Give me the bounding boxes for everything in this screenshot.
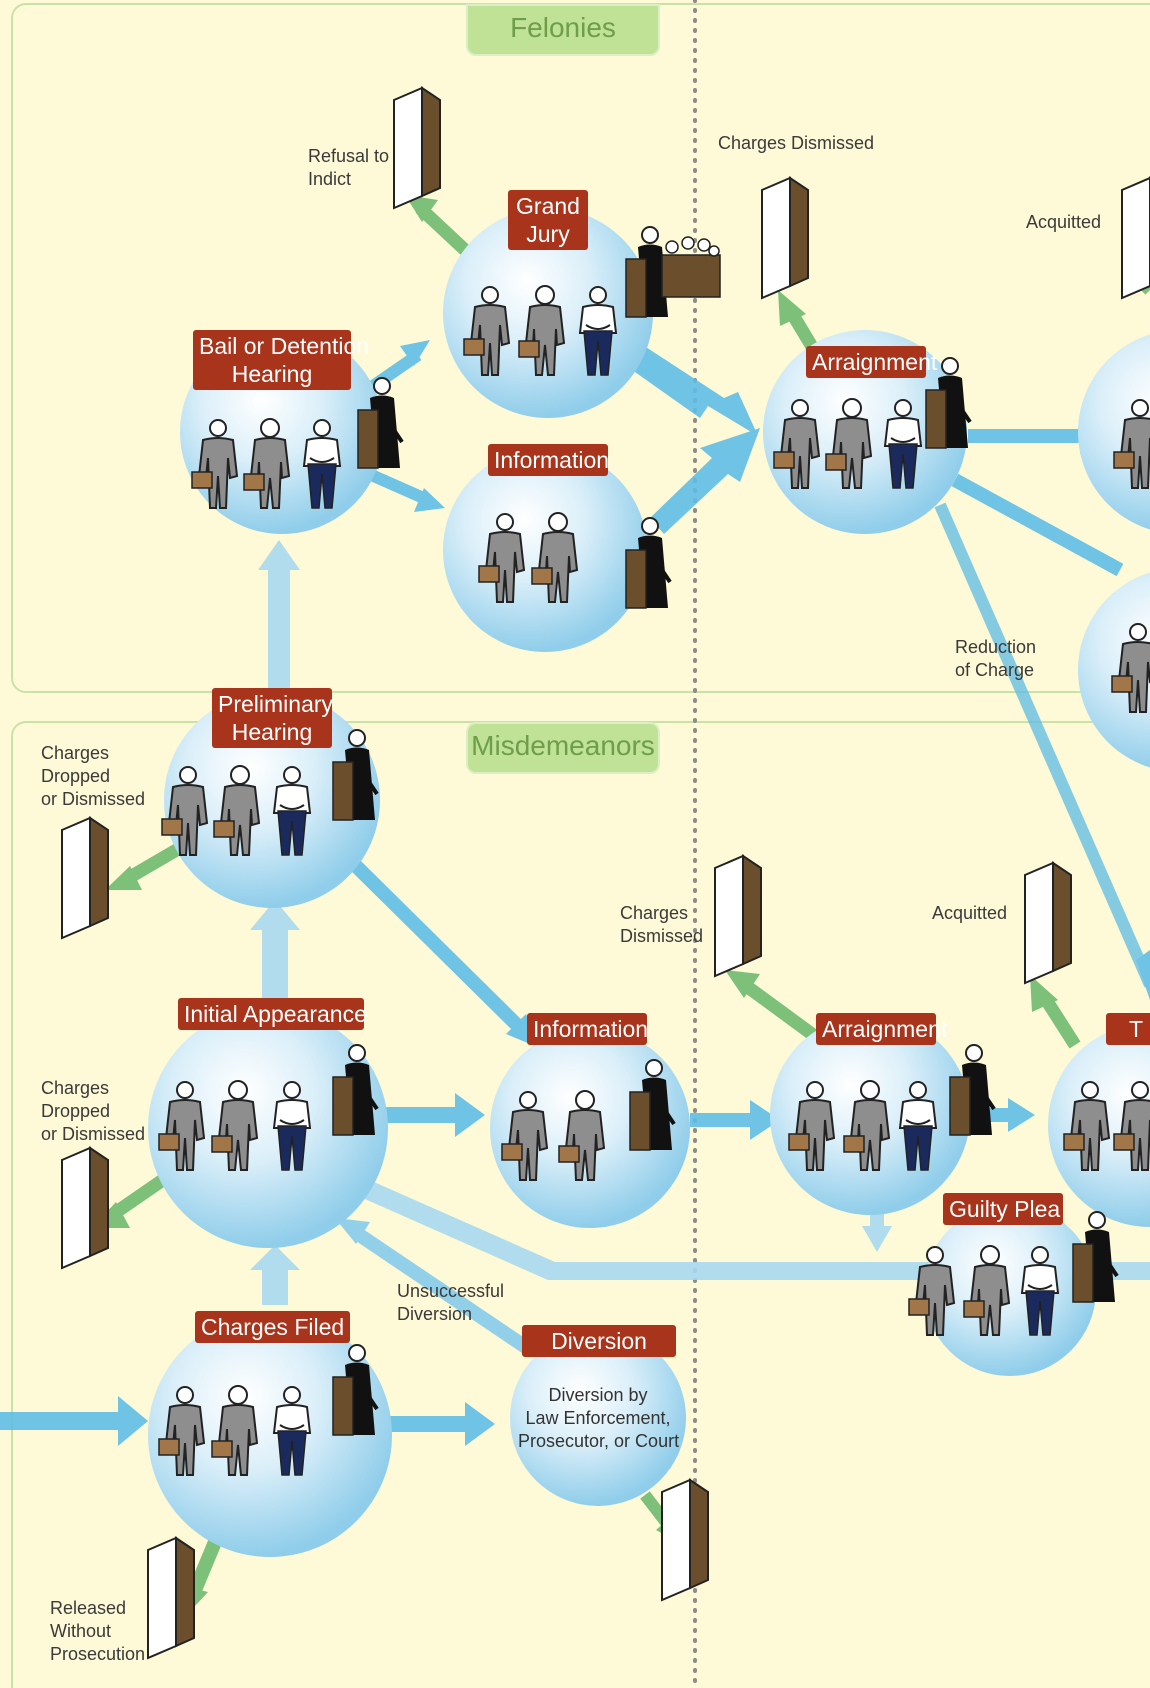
refusal-line-1: Refusal to <box>308 146 390 166</box>
released-without-prosecution-note: Released Without Prosecution <box>50 1597 145 1666</box>
unsuccessful-line-1: Unsuccessful <box>397 1281 505 1301</box>
grand-jury-label: Grand Jury <box>508 190 588 250</box>
dismissed-mid-line-1: Charges <box>620 903 689 923</box>
dropped-1-line-3: or Dismissed <box>41 789 146 809</box>
refusal-line-2: Indict <box>308 169 352 189</box>
people <box>158 225 1150 1476</box>
reduction-of-charge-note: Reduction of Charge <box>955 636 1036 682</box>
dropped-2-line-1: Charges <box>41 1078 110 1098</box>
grand-jury-line-1: Grand <box>516 193 580 219</box>
dropped-1-line-1: Charges <box>41 743 110 763</box>
released-line-3: Prosecution <box>50 1644 146 1664</box>
dropped-2-line-3: or Dismissed <box>41 1124 146 1144</box>
information-felony-label: Information <box>488 444 609 476</box>
charges-dismissed-mid-note: Charges Dismissed <box>620 902 703 948</box>
preliminary-hearing-label: Preliminary Hearing <box>212 688 334 748</box>
charges-dropped-1-note: Charges Dropped or Dismissed <box>41 742 145 811</box>
initial-appearance-label: Initial Appearance <box>178 998 367 1030</box>
released-line-1: Released <box>50 1598 127 1618</box>
diversion-detail-line-3: Prosecutor, or Court <box>518 1431 680 1451</box>
refusal-to-indict-note: Refusal to Indict <box>308 145 389 191</box>
released-line-2: Without <box>50 1621 112 1641</box>
dropped-2-line-2: Dropped <box>41 1101 111 1121</box>
arraignment-felony-label: Arraignment <box>806 346 937 378</box>
bail-line-2: Hearing <box>231 361 313 387</box>
unsuccessful-line-2: Diversion <box>397 1304 473 1324</box>
dropped-1-line-2: Dropped <box>41 766 111 786</box>
preliminary-line-1: Preliminary <box>218 691 334 717</box>
bail-line-1: Bail or Detention <box>199 333 370 359</box>
bail-hearing-label: Bail or Detention Hearing <box>193 330 370 390</box>
information-misd-label: Information <box>527 1013 648 1045</box>
charges-filed-label: Charges Filed <box>195 1311 350 1343</box>
unsuccessful-diversion-note: Unsuccessful Diversion <box>397 1280 504 1326</box>
reduction-line-2: of Charge <box>955 660 1035 680</box>
grand-jury-line-2: Jury <box>526 221 570 247</box>
diversion-label: Diversion <box>522 1325 676 1357</box>
diversion-detail-line-2: Law Enforcement, <box>525 1408 671 1428</box>
guilty-plea-label: Guilty Plea <box>943 1193 1063 1225</box>
acquitted-mid-note: Acquitted <box>932 903 1008 923</box>
charges-dismissed-top-note: Charges Dismissed <box>718 133 875 153</box>
preliminary-line-2: Hearing <box>231 719 313 745</box>
charges-dropped-2-note: Charges Dropped or Dismissed <box>41 1077 145 1146</box>
flow-arrows <box>0 338 1150 1446</box>
felonies-tab: Felonies <box>466 4 660 56</box>
trial-label: T <box>1106 1013 1150 1045</box>
acquitted-top-note: Acquitted <box>1026 212 1102 232</box>
arraignment-misd-label: Arraignment <box>816 1013 947 1045</box>
dismissed-mid-line-2: Dismissed <box>620 926 704 946</box>
diversion-detail-text: Diversion by Law Enforcement, Prosecutor… <box>518 1384 680 1453</box>
misdemeanors-tab: Misdemeanors <box>466 722 660 774</box>
reduction-line-1: Reduction <box>955 637 1037 657</box>
diversion-detail-line-1: Diversion by <box>548 1385 648 1405</box>
